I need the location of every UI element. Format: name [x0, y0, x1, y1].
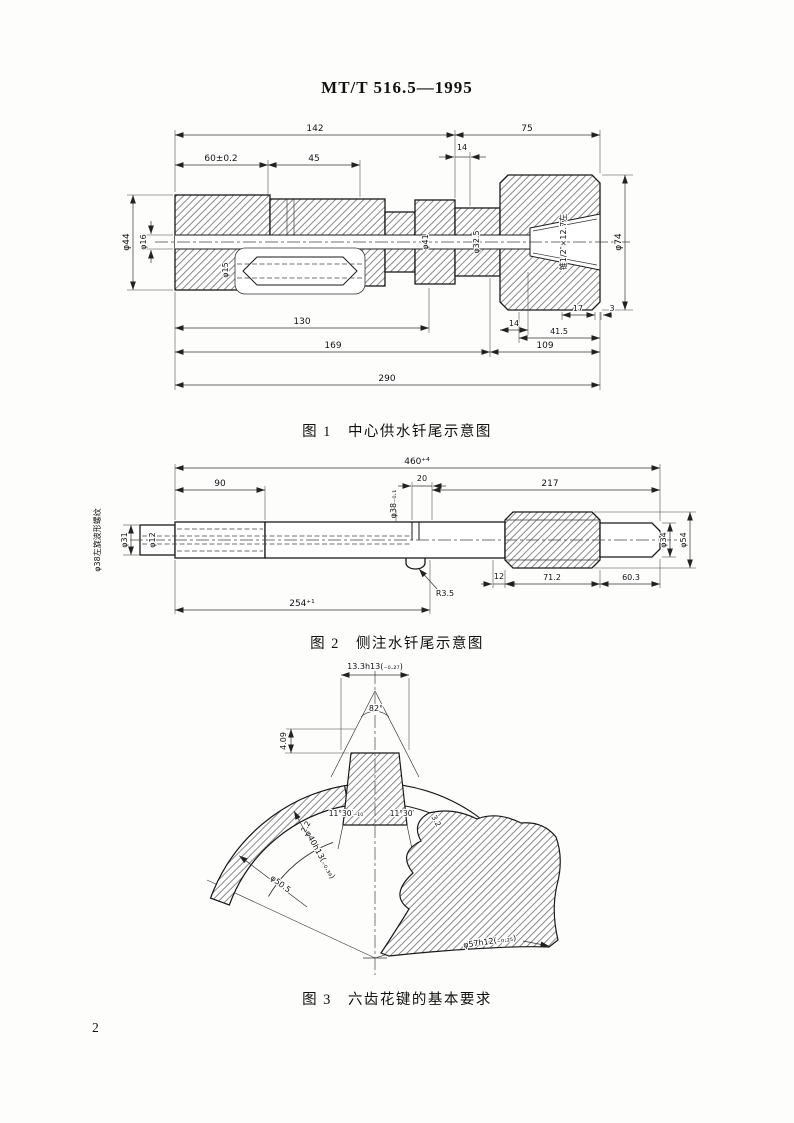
dim-60: 60±0.2	[204, 154, 237, 164]
figure1-caption: 图 1 中心供水钎尾示意图	[0, 420, 794, 441]
dim-dia34: φ34	[659, 532, 668, 547]
dim-dia41: φ41	[421, 234, 430, 249]
dim-dia15: φ15	[221, 262, 230, 277]
dim-60-3: 60.3	[622, 573, 640, 582]
dim-11-30-right: 11°30′	[390, 809, 415, 818]
dim-20: 20	[417, 474, 427, 483]
dim-r3-5: R3.5	[436, 589, 454, 598]
dim-109: 109	[536, 341, 553, 351]
dim-41-5: 41.5	[550, 327, 568, 336]
figure3-caption: 图 3 六齿花键的基本要求	[0, 988, 794, 1009]
figure2-caption-label: 图 2	[310, 636, 340, 652]
dim-71-2: 71.2	[543, 573, 561, 582]
fig3-spline-section	[209, 671, 561, 975]
dim-13-3: 13.3h13(₋₀.₂₇)	[347, 662, 403, 671]
dim-14-top: 14	[457, 143, 467, 152]
dim-142: 142	[306, 124, 323, 134]
dim-90: 90	[214, 479, 226, 489]
fig2-extension-lines	[123, 464, 696, 614]
dim-12: 12	[494, 572, 504, 581]
figure3-caption-title: 六齿花键的基本要求	[347, 992, 492, 1008]
dim-taper-thread: 锥1/2″×12.7左	[558, 214, 568, 270]
page-number: 2	[92, 1020, 99, 1035]
dim-3: 3	[609, 304, 614, 313]
dim-11-30-left: 11°30′₋₁₀	[329, 809, 364, 818]
dim-4-09: 4.09	[279, 732, 288, 750]
figure2-drawing: 460⁺⁴ 90 20 217 φ38₋₀.₁ φ38左旋波形螺纹 φ31 φ1…	[91, 456, 696, 614]
dim-dia38: φ38₋₀.₁	[389, 490, 398, 519]
dim-254: 254⁺¹	[289, 599, 315, 609]
dim-thread-label: φ38左旋波形螺纹	[92, 508, 102, 571]
dim-217: 217	[541, 479, 558, 489]
figure3-caption-label: 图 3	[302, 992, 332, 1008]
dim-290: 290	[378, 374, 395, 384]
dim-dia31: φ31	[120, 532, 129, 547]
fig1-shank-body	[155, 174, 630, 311]
page-title: MT/T 516.5—1995	[321, 78, 473, 97]
dim-82deg: 82°	[369, 704, 383, 713]
figure3-drawing: 13.3h13(₋₀.₂₇) 82° 4.09 11°30′₋₁₀ 11°30′…	[206, 661, 561, 975]
dim-dia16: φ16	[139, 234, 148, 249]
dim-14-right: 14	[509, 319, 519, 328]
figure1-caption-title: 中心供水钎尾示意图	[347, 424, 492, 440]
dim-75: 75	[521, 124, 532, 134]
dim-dia50-5: φ50.5	[269, 873, 293, 894]
fig2-dimensions: 460⁺⁴ 90 20 217 φ38₋₀.₁ φ38左旋波形螺纹 φ31 φ1…	[91, 456, 693, 613]
figure1-drawing: 142 75 14 60±0.2 45 φ44 φ16 φ15 φ41 φ32.…	[121, 123, 633, 390]
dim-45: 45	[308, 154, 319, 164]
dim-dia32-5: φ32.5	[472, 230, 481, 253]
dim-130: 130	[293, 317, 310, 327]
dim-dia54: φ54	[679, 532, 688, 547]
dim-dia74: φ74	[614, 233, 624, 251]
dim-17: 17	[573, 304, 583, 313]
dim-dia12: φ12	[148, 532, 157, 547]
figure2-caption-title: 侧注水钎尾示意图	[355, 636, 484, 652]
fig1-dimensions: 142 75 14 60±0.2 45 φ44 φ16 φ15 φ41 φ32.…	[121, 123, 628, 388]
figure1-caption-label: 图 1	[302, 424, 332, 440]
figure2-caption: 图 2 侧注水钎尾示意图	[0, 632, 794, 653]
fig2-shank-body	[130, 511, 677, 570]
dim-460: 460⁺⁴	[404, 457, 430, 467]
dim-dia44: φ44	[122, 233, 132, 251]
dim-169: 169	[324, 341, 341, 351]
